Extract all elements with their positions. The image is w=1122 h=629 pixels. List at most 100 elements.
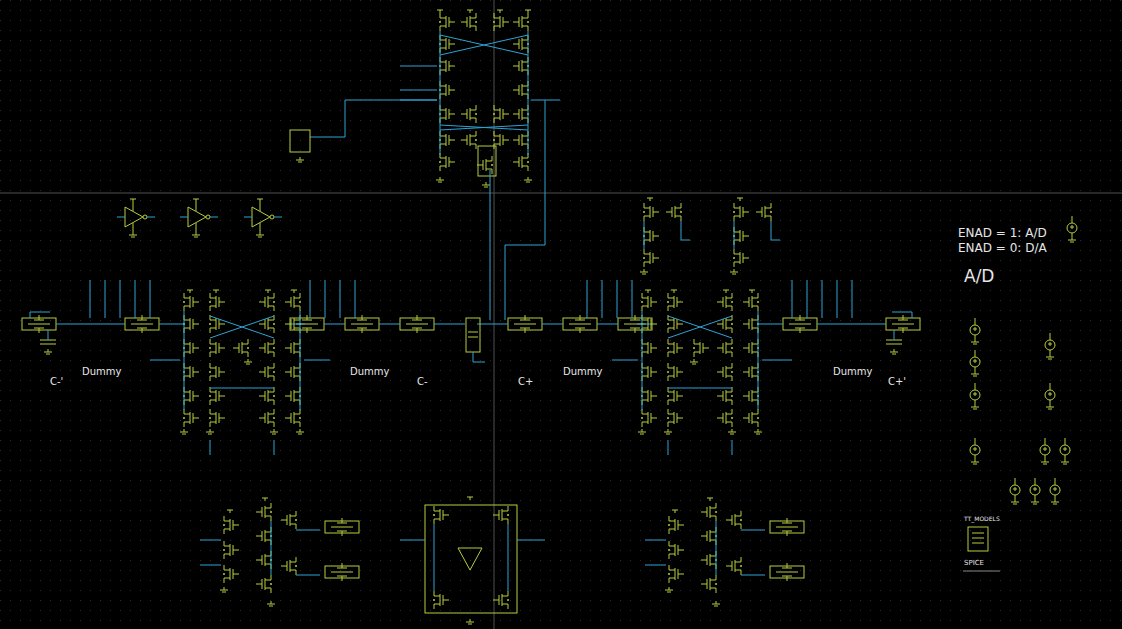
wire xyxy=(792,280,793,318)
inverter-symbol xyxy=(117,199,155,237)
voltage-source xyxy=(1067,216,1077,242)
wire xyxy=(597,324,618,325)
models-icon xyxy=(968,527,988,551)
transistor-symbol xyxy=(641,409,657,427)
transistor-symbol xyxy=(433,506,449,524)
ground-symbol xyxy=(482,182,490,187)
transistor-symbol xyxy=(439,105,455,123)
circuit xyxy=(22,10,1077,624)
wire xyxy=(642,311,643,410)
inverter-symbol xyxy=(244,199,282,237)
transistor-symbol xyxy=(461,13,477,31)
supply-symbol xyxy=(647,198,653,201)
voltage-source xyxy=(970,438,980,464)
voltage-source xyxy=(970,350,980,376)
wire xyxy=(762,360,792,361)
transistor-symbol xyxy=(493,506,509,524)
transistor-symbol xyxy=(743,339,759,357)
voltage-source xyxy=(1010,478,1020,504)
transistor-symbol xyxy=(461,105,477,123)
voltage-source xyxy=(1050,478,1060,504)
wire xyxy=(668,316,732,338)
dummy-label: Dummy xyxy=(833,366,872,377)
wire xyxy=(400,90,437,91)
transistor-symbol xyxy=(513,105,529,123)
transistor-symbol xyxy=(733,249,749,267)
supply-symbol xyxy=(497,10,503,13)
wire xyxy=(528,31,529,155)
wire xyxy=(150,360,180,361)
voltage-source xyxy=(1045,383,1055,409)
ground-symbol xyxy=(206,429,214,434)
transistor-symbol xyxy=(209,387,225,405)
wire xyxy=(741,575,765,576)
wire xyxy=(159,324,185,325)
transistor-symbol xyxy=(209,315,225,333)
transistor-symbol xyxy=(209,409,225,427)
switch-symbol xyxy=(563,315,597,333)
supply-symbol xyxy=(262,498,268,501)
wire xyxy=(135,280,136,318)
wire xyxy=(852,280,853,318)
mode-note: ENAD = 0: D/A xyxy=(958,241,1047,255)
supply-symbol xyxy=(467,497,473,500)
voltage-source xyxy=(1030,478,1040,504)
ground-symbol xyxy=(192,232,200,237)
transistor-symbol xyxy=(743,293,759,311)
transistor-symbol xyxy=(209,293,225,311)
transistor-symbol xyxy=(667,315,683,333)
transistor-symbol xyxy=(668,516,684,534)
wire xyxy=(517,540,545,541)
transistor-symbol xyxy=(667,293,683,311)
transistor-symbol xyxy=(717,409,733,427)
wire xyxy=(542,324,563,325)
ground-symbol xyxy=(971,459,979,464)
wire xyxy=(587,280,588,318)
wire xyxy=(210,388,274,389)
supply-symbol xyxy=(707,498,713,501)
transistor-symbol xyxy=(256,575,272,593)
transistor-symbol xyxy=(667,363,683,381)
transistor-symbol xyxy=(439,81,455,99)
wire xyxy=(200,565,221,566)
opamp-block xyxy=(400,497,545,624)
transistor-symbol xyxy=(641,339,657,357)
wire xyxy=(304,360,330,361)
voltage-source xyxy=(970,318,980,344)
transistor-symbol xyxy=(259,387,275,405)
crosshair xyxy=(494,0,495,629)
latch-symbol xyxy=(290,130,310,152)
transistor-symbol xyxy=(477,156,493,174)
supply-symbol xyxy=(525,10,531,13)
transistor-symbol xyxy=(259,293,275,311)
transistor-symbol xyxy=(256,503,272,521)
transistor-symbol xyxy=(223,516,239,534)
transistor-symbol xyxy=(285,339,301,357)
transistor-symbol xyxy=(281,557,297,575)
bias-circuit xyxy=(645,498,804,606)
ground-symbol xyxy=(712,601,720,606)
transistor-symbol xyxy=(717,339,733,357)
supply-symbol xyxy=(130,199,136,202)
wire xyxy=(355,280,356,318)
wire xyxy=(200,540,221,541)
transistor-symbol xyxy=(461,131,477,149)
supply-symbol xyxy=(213,290,219,293)
transistor-symbol xyxy=(493,591,509,609)
transistor-symbol xyxy=(259,339,275,357)
wire xyxy=(637,324,652,325)
wire xyxy=(757,324,783,325)
models-block: TT_MODELS xyxy=(962,514,1002,523)
transistor-symbol xyxy=(717,387,733,405)
switch-symbol xyxy=(400,315,434,333)
bias-circuit xyxy=(730,198,780,274)
mode-note: A/D xyxy=(964,266,994,286)
transistor-symbol xyxy=(513,153,529,171)
wire xyxy=(274,440,275,455)
transistor-symbol xyxy=(183,293,199,311)
wire xyxy=(837,280,838,318)
wire xyxy=(440,31,441,155)
transistor-symbol xyxy=(743,315,759,333)
